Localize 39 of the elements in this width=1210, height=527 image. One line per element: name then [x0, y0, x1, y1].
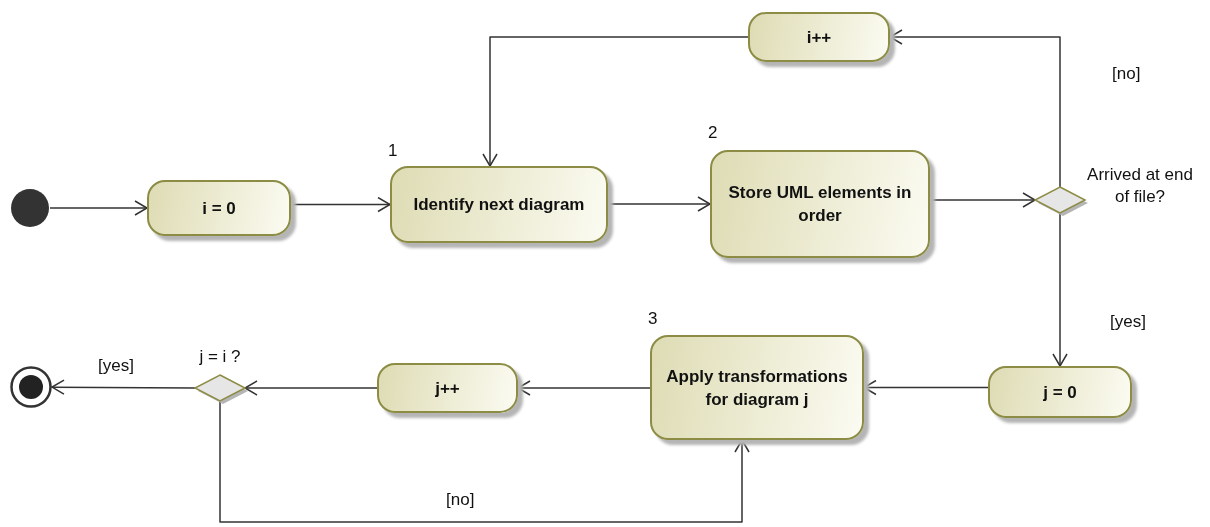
condition-label: j = i ?: [198, 346, 242, 368]
decision-diamond: [195, 375, 245, 401]
arrow: [863, 379, 989, 396]
arrow: [49, 200, 148, 216]
arrow: [51, 379, 196, 395]
action-box: [650, 335, 864, 440]
action-label: j++: [434, 377, 461, 400]
arrow: [889, 29, 1061, 188]
action-box: [377, 363, 518, 413]
arrow: [929, 192, 1036, 208]
condition-label: Arrived at end of file?: [1086, 164, 1194, 208]
arrow: [607, 196, 711, 212]
arrow: [219, 400, 750, 523]
arrow: [244, 380, 378, 396]
edge-label: [yes]: [96, 356, 136, 376]
decision-diamond: [1035, 187, 1085, 213]
action-label: Identify next diagram: [412, 194, 586, 216]
arrow: [290, 196, 391, 213]
action-box: [710, 150, 930, 258]
action-label: j = 0: [1042, 381, 1078, 404]
initial-node: [10, 188, 50, 228]
edge-label: [yes]: [1108, 312, 1148, 332]
action-label: Apply transformations for diagram j: [665, 365, 849, 411]
step-number: 2: [708, 122, 719, 144]
action-label: i = 0: [201, 197, 237, 220]
step-number: 1: [388, 140, 399, 162]
arrow: [517, 380, 651, 396]
action-label: i++: [805, 26, 833, 49]
edge-label: [no]: [444, 490, 477, 510]
arrow: [482, 36, 749, 167]
action-box: [988, 366, 1132, 418]
final-node: [10, 366, 52, 408]
edge-label: [no]: [1110, 64, 1143, 84]
action-box: [147, 180, 291, 236]
action-box: [748, 12, 890, 62]
action-label: Store UML elements in order: [727, 182, 913, 227]
step-number: 3: [648, 308, 659, 330]
action-box: [390, 166, 608, 243]
arrow: [1052, 212, 1068, 367]
